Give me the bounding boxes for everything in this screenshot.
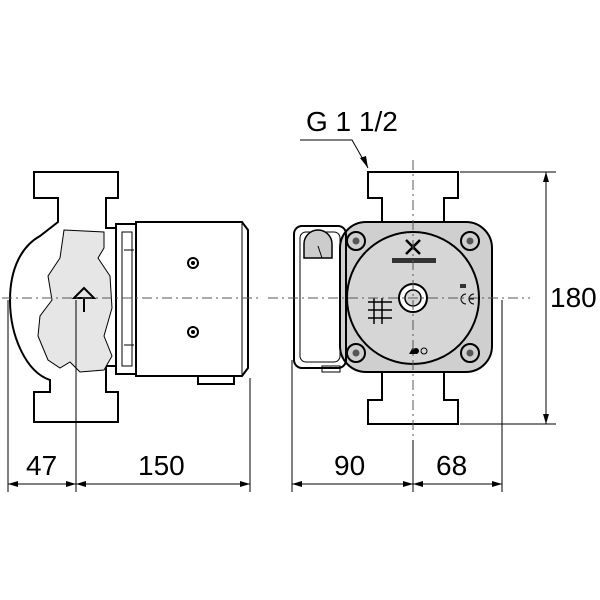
thread-size-label: G 1 1/2: [306, 106, 398, 137]
motor-body: [135, 221, 249, 377]
thread-leader: [300, 139, 369, 169]
dim-150-label: 150: [138, 450, 185, 481]
dimension-lines: [7, 139, 556, 492]
bolt-top-right: [460, 231, 480, 251]
motor-flange: [115, 223, 137, 375]
front-view: [268, 160, 530, 440]
bottom-port: [367, 369, 459, 425]
dim-180-label: 180: [550, 282, 597, 313]
dim-47-label: 47: [26, 450, 58, 481]
front-terminal-box: [293, 225, 347, 369]
dim-68-label: 68: [436, 450, 468, 481]
motor-screw-top: [187, 257, 199, 269]
motor-screw-bottom: [187, 326, 199, 338]
side-view: [2, 171, 262, 423]
rotation-symbol-icon: [409, 347, 428, 355]
speed-selector-icon: [368, 298, 392, 324]
flange-ring: [121, 231, 133, 367]
terminal-box: [197, 375, 235, 385]
housing-cavity: [37, 229, 113, 373]
bolt-bottom-right: [460, 343, 480, 363]
dim-90-label: 90: [334, 450, 366, 481]
indicator-lamp: [303, 229, 333, 259]
ce-mark-icon: [460, 284, 475, 305]
